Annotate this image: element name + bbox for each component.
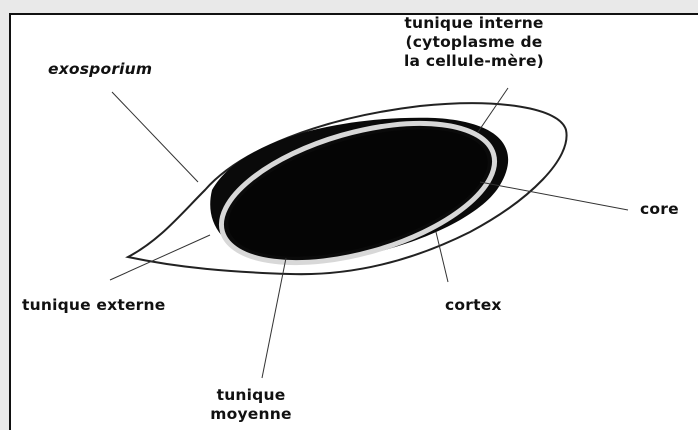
tunique-interne-line-3: la cellule-mère) xyxy=(380,52,568,71)
leader-tunique-moyenne xyxy=(262,258,286,378)
tunique-interne-label: tunique interne (cytoplasme de la cellul… xyxy=(380,14,568,71)
tunique-moyenne-label: tunique moyenne xyxy=(196,386,306,424)
leader-cortex xyxy=(436,232,448,282)
tunique-externe-label: tunique externe xyxy=(22,296,165,315)
tunique-moyenne-line-2: moyenne xyxy=(196,405,306,424)
tunique-moyenne-line-1: tunique xyxy=(196,386,306,405)
leader-tunique-interne xyxy=(478,88,508,132)
leader-tunique-externe xyxy=(110,235,210,280)
cortex-label: cortex xyxy=(445,296,502,315)
core-label: core xyxy=(640,200,679,219)
leader-exosporium xyxy=(112,92,198,182)
exosporium-label: exosporium xyxy=(48,60,152,79)
leader-core xyxy=(480,182,628,210)
tunique-interne-line-2: (cytoplasme de xyxy=(380,33,568,52)
tunique-interne-line-1: tunique interne xyxy=(380,14,568,33)
